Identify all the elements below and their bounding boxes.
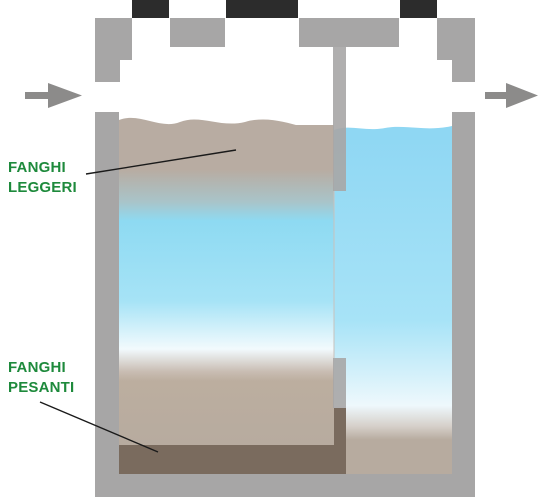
light-sludge-label: FANGHI LEGGERI [8, 158, 77, 198]
heavy-sludge-label: FANGHI PESANTI [8, 358, 74, 398]
light-sludge-leader [85, 149, 237, 175]
right-chamber-contents [334, 132, 452, 474]
left-chamber-contents [119, 125, 334, 445]
light-sludge-label-line2: LEGGERI [8, 179, 77, 196]
inlet-arrow-icon [25, 83, 82, 108]
manhole-covers [132, 0, 437, 18]
heavy-sludge-label-line2: PESANTI [8, 379, 75, 396]
heavy-sludge-layer-right [334, 408, 346, 474]
tank-lid [95, 18, 475, 82]
water-surface [334, 126, 452, 140]
divider-wall [333, 44, 346, 408]
light-sludge-label-line1: FANGHI [8, 159, 66, 176]
heavy-sludge-leader [39, 401, 159, 453]
light-sludge-surface [119, 117, 334, 140]
heavy-sludge-label-line1: FANGHI [8, 359, 66, 376]
tank-walls [95, 112, 475, 497]
outlet-arrow-icon [485, 83, 538, 108]
heavy-sludge-layer [119, 445, 334, 474]
